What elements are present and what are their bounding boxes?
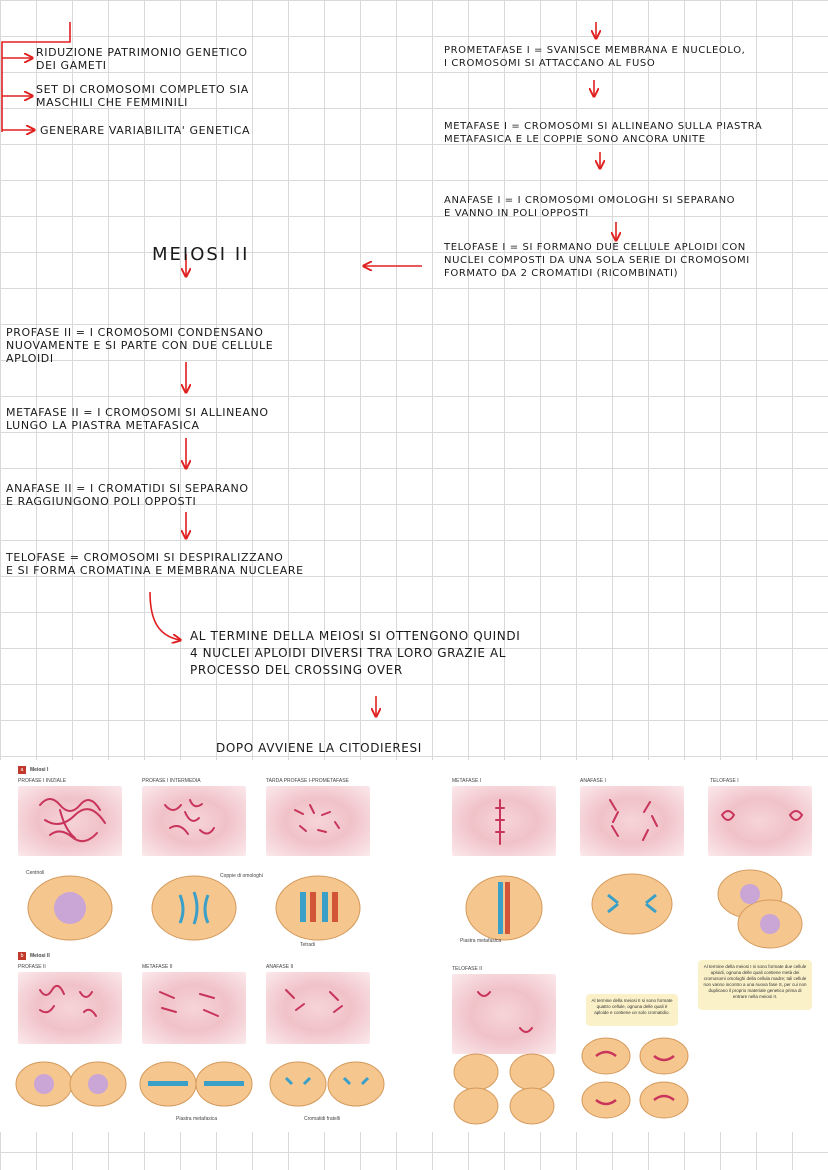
meiosi-2-badge: b [18, 952, 26, 960]
micrograph [580, 786, 684, 856]
label-piastra-metafasica-1: Piastra metafasica [460, 938, 502, 944]
citodieresi-note: DOPO AVVIENE LA CITODIERESI [216, 741, 422, 755]
stage-label: PROFASE II [18, 964, 46, 970]
cell-diagrams-row1 [27, 869, 803, 949]
label-centrioli: Centrioli [26, 870, 45, 876]
stage-label: ANAFASE I [580, 778, 606, 784]
meiosi-2-title: MEIOSI II [152, 244, 250, 265]
meiosis-figure: a Meiosi I PROFASE I INIZIALE PROFASE I … [0, 760, 828, 1132]
stage-label: METAFASE I [452, 778, 482, 784]
micrograph [18, 972, 122, 1044]
micrograph [142, 972, 246, 1044]
label-coppie-omologhi: Coppie di omologhi [220, 873, 263, 879]
stage-label: ANAFASE II [266, 964, 294, 970]
note-telofase-2: Al termine della meiosi II si sono forma… [586, 994, 678, 1026]
micrograph [266, 972, 370, 1044]
micrograph [452, 974, 556, 1054]
label-tetradi: Tetradi [300, 942, 316, 948]
anafase-1-note: ANAFASE I = I CROMOSOMI OMOLOGHI SI SEPA… [444, 195, 736, 219]
conclusione-note: AL TERMINE DELLA MEIOSI SI OTTENGONO QUI… [190, 629, 521, 677]
micrograph-chromosomes-row1 [39, 798, 804, 845]
micrograph [708, 786, 812, 856]
meiosi-1-title: Meiosi I [30, 767, 49, 773]
stage-label: METAFASE II [142, 964, 173, 970]
note-telofase-1: Al termine della meiosi I si sono format… [698, 960, 812, 1010]
telofase-1-note: TELOFASE I = SI FORMANO DUE CELLULE APLO… [444, 242, 750, 279]
stage-label: TARDA PROFASE I-PROMETAFASE [266, 778, 349, 784]
stage-label: PROFASE I INTERMEDIA [142, 778, 201, 784]
micrograph [266, 786, 370, 856]
meiosi-1-badge: a [18, 766, 26, 774]
stage-label: TELOFASE II [452, 966, 483, 972]
cell-diagrams-row2 [15, 984, 689, 1125]
stage-label: PROFASE I INIZIALE [18, 778, 67, 784]
meiosi-2-fig-title: Meiosi II [30, 953, 50, 959]
metafase-1-note: METAFASE I = CROMOSOMI SI ALLINEANO SULL… [444, 121, 763, 145]
purpose-item-3: GENERARE VARIABILITA' GENETICA [40, 124, 251, 137]
prometafase-note: PROMETAFASE I = SVANISCE MEMBRANA E NUCL… [444, 45, 746, 69]
label-cromatidi-fratelli: Cromatidi fratelli [304, 1116, 341, 1122]
stage-label: TELOFASE I [710, 778, 739, 784]
label-piastra-metafasica-2: Piastra metafasica [176, 1116, 218, 1122]
